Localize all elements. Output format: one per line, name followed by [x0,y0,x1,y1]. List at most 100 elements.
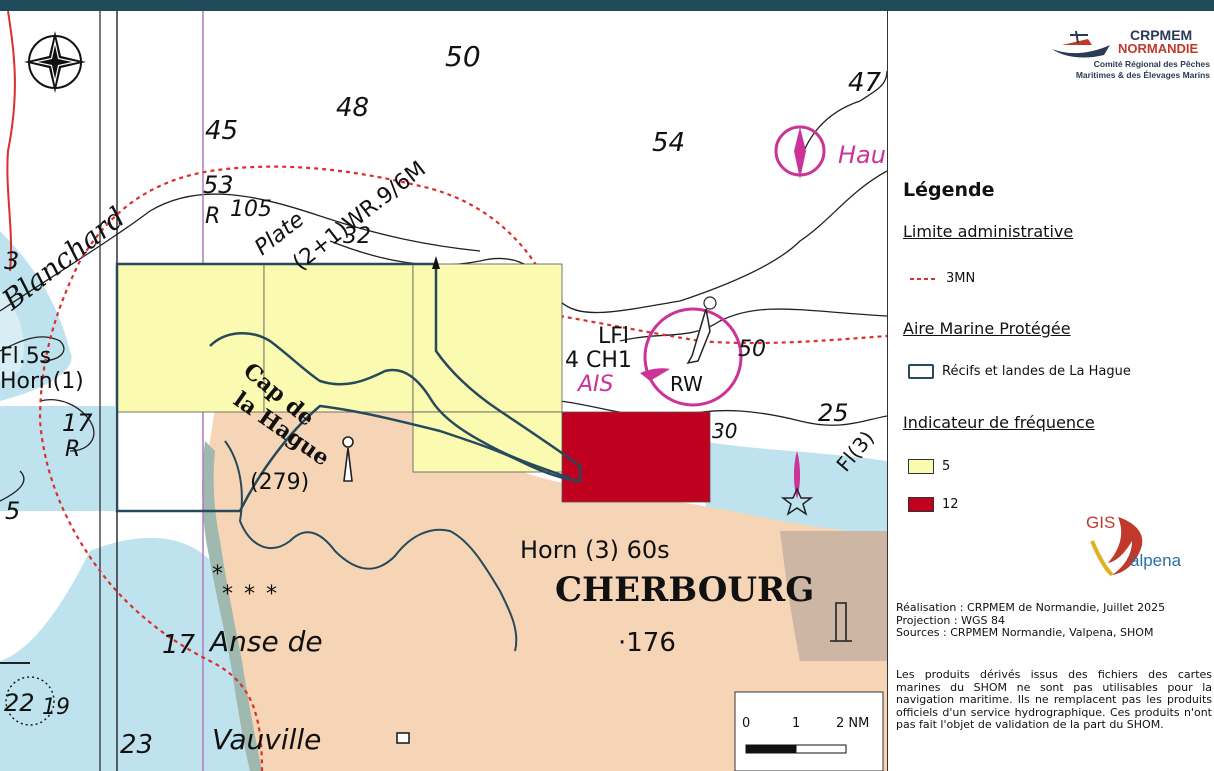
admin-limit-3mn-east [559,314,887,345]
nautical-chart[interactable]: * * * * 50 48 45 54 47 53 105 32 R 17 R [0,11,887,771]
red-limit-west [6,11,16,272]
credit-line: Réalisation : CRPMEM de Normandie, Juill… [896,601,1166,614]
frequency-cell[interactable] [263,263,414,413]
depth-label: 32 [343,224,371,249]
dashed-line-symbol [910,277,936,280]
inland-outline [224,440,518,652]
ais-label: AIS [576,372,614,397]
svg-text:*: * [222,582,233,607]
depth-label: 48 [336,93,369,123]
depth-label: 50 [445,40,481,73]
depth-label: 17 [62,409,93,437]
hague-coastline-outline [209,331,576,483]
topmark-buoy-north [774,125,826,179]
height-label: (279) [250,470,309,495]
lighthouse-hague-icon [342,436,354,482]
sea-patch [0,291,24,381]
scale-label: 0 [742,716,750,731]
depth-label: 17 [162,630,196,660]
depth-label: 23 [120,730,153,760]
legend-item-label: Récifs et landes de La Hague [942,364,1131,379]
fog-signal-label: Horn(1) [0,369,84,394]
depth-label: 3 [4,247,19,275]
admin-limit-3mn [38,165,562,771]
harbor-marker-icon [830,602,852,642]
legend-item-freq-12: 12 [908,497,959,512]
scale-label: 2 NM [836,716,869,731]
scale-bar: 0 1 2 NM [734,691,884,771]
legend-item-3mn: 3MN [908,271,975,286]
foreshore-west [202,441,262,771]
legend-item-aire: Récifs et landes de La Hague [908,364,1131,379]
legend-item-freq-5: 5 [908,459,950,474]
dotted-area [5,676,55,726]
channel-label: 4 CH1 [565,348,632,373]
legend-heading: Limite administrative [903,222,1074,241]
legend-item-label: 5 [942,459,951,474]
land-cotentin [205,335,887,771]
place-label-anse-de-vauville: Vauville [212,723,321,756]
crpmem-logo: CRPMEM NORMANDIE Comité Régional des Pêc… [1048,23,1213,93]
frequency-grid [116,263,711,503]
rock-label: R [205,204,220,229]
place-label-cherbourg: CHERBOURG [555,570,814,610]
depth-label: 19 [42,695,70,720]
frequency-cell[interactable] [561,411,711,503]
buoy-color-label: RW [670,372,703,396]
logo-text: CRPMEM [1130,27,1193,43]
depth-label: 5 [5,497,20,525]
depth-label: 105 [230,197,272,222]
shallow-water-west-2 [0,406,115,511]
logo-text: alpena [1130,551,1182,570]
credit-line: Sources : CRPMEM Normandie, Valpena, SHO… [896,626,1154,639]
gis-valpena-logo: GIS alpena [1078,511,1188,581]
wrecks: * * * * [212,562,277,607]
depth-label: 25 [818,399,849,427]
svg-text:*: * [244,582,255,607]
boat-logo-icon [1052,30,1110,58]
depth-label: 53 [203,171,234,199]
compass-rose [24,31,86,93]
frequency-cell[interactable] [116,263,265,413]
logo-text: Comité Régional des Pêches [1093,59,1210,69]
color-swatch [908,497,934,512]
place-label-hau: Hau [838,141,886,169]
legend-item-label: 3MN [946,271,976,286]
depth-label: 22 [4,689,35,717]
cherbourg-urban [780,531,887,661]
svg-text:*: * [212,562,223,587]
lighthouse-rw [640,296,743,407]
frequency-cell[interactable] [412,263,563,413]
legend-heading: Indicateur de fréquence [903,413,1095,432]
svg-text:*: * [266,582,277,607]
rock-label: R [65,437,80,462]
legend-panel: CRPMEM NORMANDIE Comité Régional des Pêc… [887,11,1214,771]
logo-text: NORMANDIE [1118,41,1199,56]
depth-label: 50 [738,337,766,362]
credit-line: Projection : WGS 84 [896,613,1005,627]
outline-swatch [908,364,934,379]
scale-label: 1 [792,716,800,731]
logo-text: GIS [1086,513,1116,532]
light-flare-cherbourg [793,451,801,499]
beacon-arrow-icon [432,256,440,269]
legend-heading: Aire Marine Protégée [903,319,1071,338]
place-label-anse-de-vauville: Anse de [208,625,323,658]
credits: Réalisation : CRPMEM de Normandie, Juill… [896,601,1212,640]
legend-title: Légende [903,179,995,201]
depth-label: 54 [652,128,685,158]
title-bar [0,0,1214,11]
frequency-cell[interactable] [412,411,563,473]
star-lighthouse-icon [780,487,814,516]
depth-label: 30 [712,419,737,443]
color-swatch [908,459,934,474]
legend-item-label: 12 [942,497,959,512]
disclaimer: Les produits dérivés issus des fichiers … [896,668,1212,731]
depth-label: 45 [205,116,238,146]
valpena-v-icon [1090,517,1143,577]
height-label: ·176 [618,628,676,658]
depth-label: 47 [848,68,882,98]
light-characteristic-label: LFl [598,324,629,349]
fog-signal-label: Horn (3) 60s [520,536,670,564]
